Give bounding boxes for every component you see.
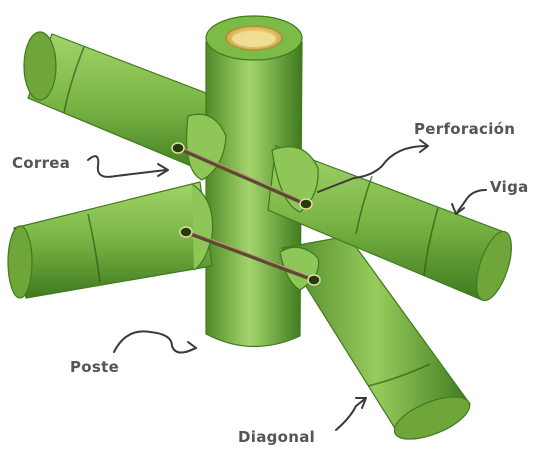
label-perforacion-group: Perforación [318,120,515,192]
label-diagonal-group: Diagonal [238,398,366,446]
lower-left-beam [8,182,213,298]
upper-beam-end-cap [24,32,56,100]
label-correa-group: Correa [12,154,168,177]
diagonal-arrow [336,398,366,430]
label-correa: Correa [12,154,70,172]
label-poste-group: Poste [70,331,196,376]
label-perforacion: Perforación [414,120,515,138]
correa-arrow [88,156,166,177]
poste-arrow [114,331,196,352]
upper-rod-hole-left [172,143,184,153]
label-viga-group: Viga [452,178,529,214]
lower-rod-hole-right [308,275,320,285]
label-viga: Viga [490,178,529,196]
label-poste: Poste [70,358,119,376]
label-diagonal: Diagonal [238,428,315,446]
post-bore [232,31,276,47]
upper-rod-hole-right [300,199,312,209]
lower-rod-hole-left [180,227,192,237]
lower-beam-end-cap [8,226,32,298]
